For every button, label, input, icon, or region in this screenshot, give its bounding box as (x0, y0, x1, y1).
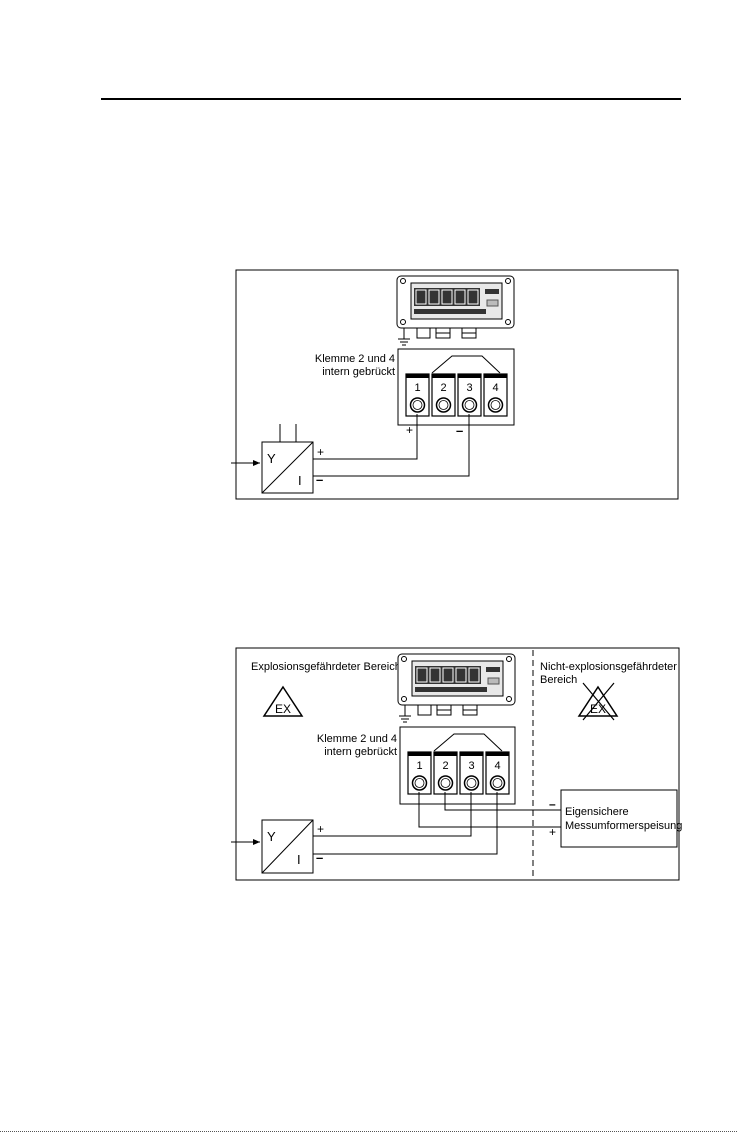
terminal-number: 2 (442, 760, 448, 772)
terminal-2: 2 (432, 374, 455, 416)
terminal-1: 1 (406, 374, 429, 416)
minus-sign: – (456, 423, 463, 438)
terminal-4: 4 (484, 374, 507, 416)
safe-zone-label: Bereich (540, 674, 577, 686)
supply-label: Eigensichere (565, 806, 629, 818)
transmitter-input-symbol: Y (267, 829, 276, 844)
ex-warning-icon: EX (264, 687, 302, 716)
wiring-diagram-2: Explosionsgefährdeter Bereich Nicht-expl… (231, 648, 682, 880)
hazard-zone-label: Explosionsgefährdeter Bereich (251, 661, 401, 673)
terminal-number: 2 (440, 382, 446, 394)
plus-sign: + (317, 445, 324, 459)
bridge-label: Klemme 2 und 4 (315, 353, 395, 365)
terminal-2: 2 (434, 752, 457, 794)
intrinsically-safe-supply: Eigensichere Messumformerspeisung (561, 790, 682, 847)
plus-sign: + (317, 822, 324, 836)
terminal-number: 1 (414, 382, 420, 394)
transmitter-output-symbol: I (297, 852, 301, 867)
bridge-label: intern gebrückt (322, 366, 395, 378)
transmitter: Y I (231, 820, 313, 873)
terminal-number: 3 (468, 760, 474, 772)
terminal-1: 1 (408, 752, 431, 794)
no-ex-icon: EX (579, 683, 617, 720)
terminal-4: 4 (486, 752, 509, 794)
plus-sign: + (406, 423, 413, 437)
minus-sign: – (316, 472, 323, 487)
footer-rule (0, 1131, 737, 1132)
terminal-block: 1 2 3 4 (398, 349, 514, 425)
terminal-3: 3 (458, 374, 481, 416)
bridge-label: intern gebrückt (324, 746, 397, 758)
terminal-number: 4 (494, 760, 500, 772)
plus-sign: + (549, 825, 556, 839)
supply-label: Messumformerspeisung (565, 820, 682, 832)
display-device (397, 276, 514, 345)
bridge-label: Klemme 2 und 4 (317, 733, 397, 745)
wiring-diagram-1: 1 2 3 4 (231, 270, 678, 499)
terminal-number: 3 (466, 382, 472, 394)
ex-symbol-text: EX (275, 702, 291, 716)
minus-sign: – (549, 797, 556, 811)
terminal-block: 1 2 3 4 (400, 727, 515, 804)
transmitter: Y I (231, 424, 313, 493)
safe-zone-label: Nicht-explosionsgefährdeter (540, 661, 677, 673)
minus-sign: – (316, 850, 323, 865)
transmitter-input-symbol: Y (267, 451, 276, 466)
display-device (398, 654, 515, 722)
terminal-3: 3 (460, 752, 483, 794)
terminal-number: 1 (416, 760, 422, 772)
terminal-number: 4 (492, 382, 498, 394)
transmitter-output-symbol: I (298, 473, 302, 488)
